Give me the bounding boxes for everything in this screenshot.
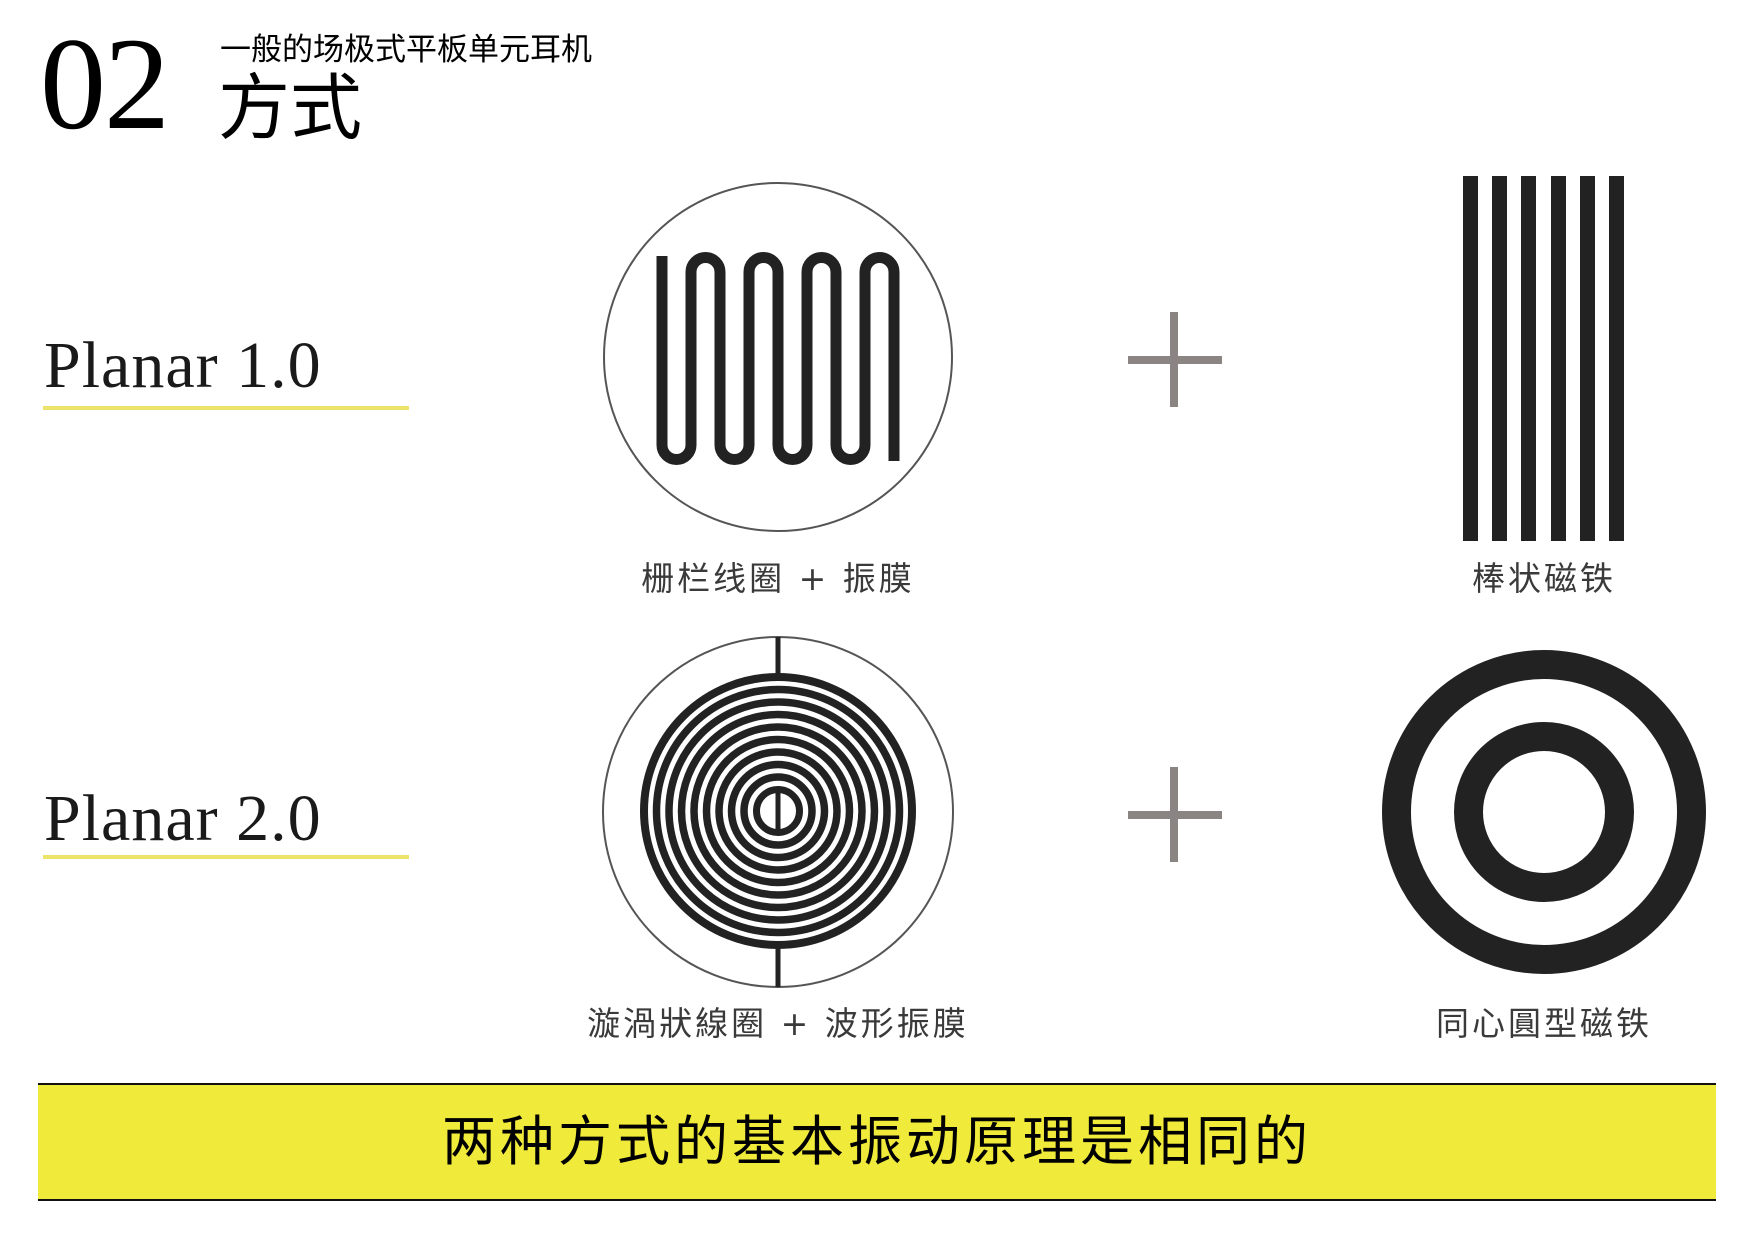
bar-magnets-icon (1463, 176, 1624, 541)
planar-1-underline (43, 406, 409, 410)
conclusion-text: 两种方式的基本振动原理是相同的 (442, 1110, 1312, 1173)
magnet-caption-1: 棒状磁铁 (1472, 559, 1616, 598)
plus-icon (1128, 312, 1222, 407)
section-title: 方式 (218, 66, 363, 150)
section-number: 02 (40, 10, 170, 157)
planar-2-label: Planar 2.0 (44, 782, 322, 855)
conclusion-banner: 两种方式的基本振动原理是相同的 (38, 1083, 1716, 1201)
coil-caption-2: 漩渦狀線圈 + 波形振膜 (587, 1004, 969, 1043)
magnet-caption-2: 同心圓型磁铁 (1436, 1004, 1652, 1043)
section-subtitle: 一般的场极式平板单元耳机 (220, 32, 592, 68)
concentric-magnets-icon (1382, 650, 1706, 974)
spiral-coil-icon (602, 636, 954, 988)
coil-caption-1: 栅栏线圈 + 振膜 (641, 559, 915, 598)
planar-1-label: Planar 1.0 (44, 329, 322, 402)
planar-2-underline (43, 855, 409, 859)
serpentine-coil-icon (603, 182, 953, 532)
plus-icon (1128, 767, 1222, 862)
